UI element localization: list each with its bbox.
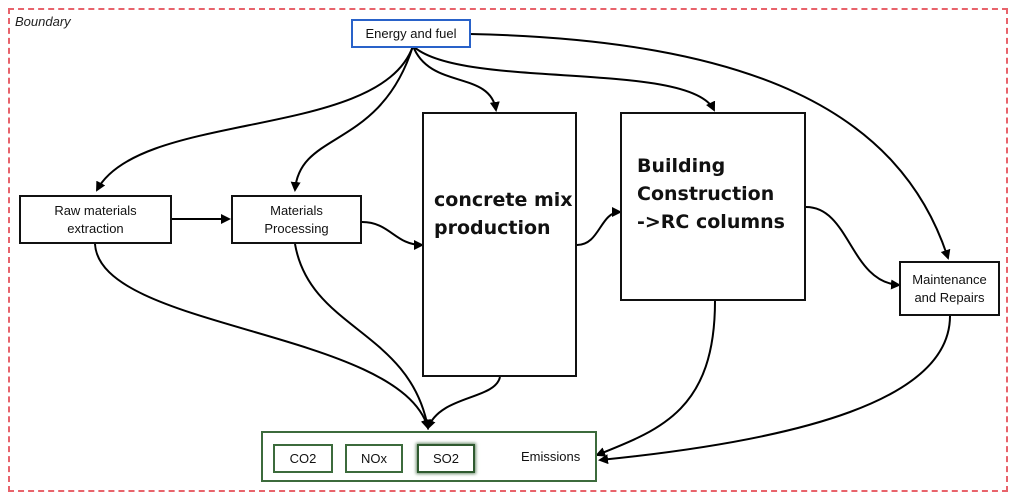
node-maintenance-and-repairs: Maintenance and Repairs [899,261,1000,316]
arrow-energy-to-processing [290,45,414,192]
node-raw-materials-extraction: Raw materials extraction [19,195,172,244]
arrow-energy-to-construction [412,45,716,112]
emission-co2: CO2 [273,444,333,473]
arrow-maintenance-to-emissions [598,315,951,465]
emissions-label: Emissions [521,449,581,464]
arrow-processing-to-emissions [294,243,432,430]
arrow-processing-to-concrete [361,221,424,250]
arrow-energy-to-raw [96,45,414,192]
node-building-construction: Building Construction ->RC columns [620,112,806,301]
arrow-energy-to-concrete [412,45,500,112]
node-concrete-mix-production: concrete mix production [422,112,577,377]
emission-so2: SO2 [417,444,475,473]
arrow-concrete-to-emissions [426,376,501,430]
node-materials-processing: Materials Processing [231,195,362,244]
emissions-group: CO2 NOx SO2 Emissions [261,431,597,482]
system-boundary [8,8,1008,492]
boundary-label: Boundary [15,14,71,29]
arrow-energy-to-maintenance [469,33,951,260]
arrow-raw-to-emissions [94,243,431,430]
arrow-construction-to-maintenance [805,206,901,290]
node-energy-and-fuel: Energy and fuel [351,19,471,48]
emission-nox: NOx [345,444,403,473]
arrow-concrete-to-construction [576,207,622,246]
arrow-construction-to-emissions [595,300,716,457]
